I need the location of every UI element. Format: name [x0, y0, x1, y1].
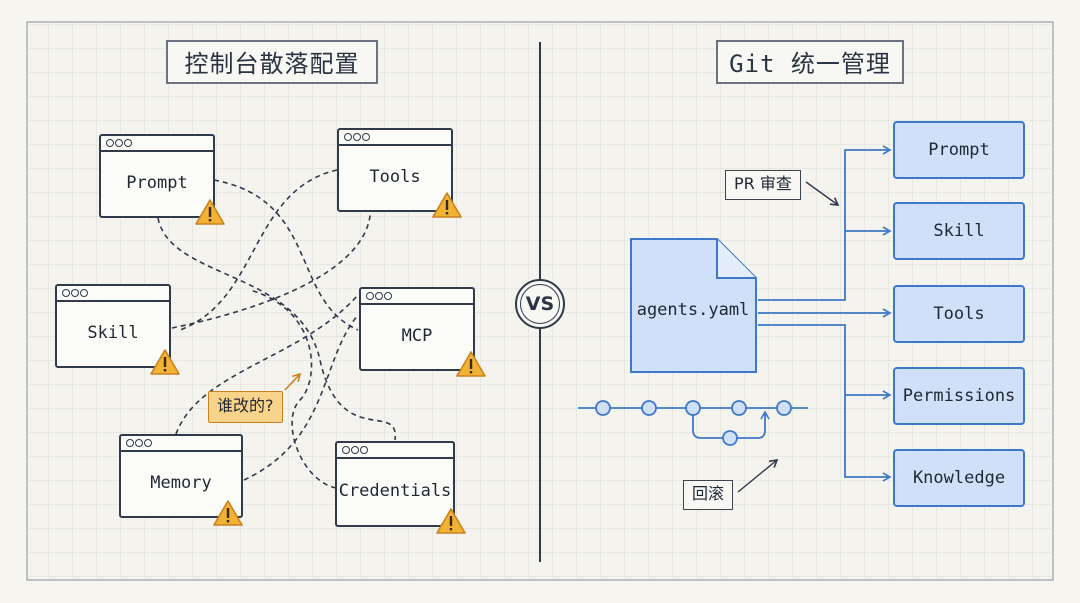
pr-review-arrow — [805, 181, 840, 206]
window-dots-icon — [62, 289, 70, 297]
window-credentials-label: Credentials — [338, 481, 452, 501]
config-box-permissions: Permissions — [893, 367, 1025, 425]
yaml-file-label: agents.yaml — [636, 300, 750, 320]
window-memory-label: Memory — [150, 473, 212, 493]
window-skill-label: Skill — [87, 323, 139, 343]
rollback-tag: 回滚 — [683, 480, 734, 510]
who-changed-tag: 谁改的? — [208, 391, 283, 423]
who-changed-arrow — [284, 372, 302, 391]
warning-icon — [195, 199, 225, 225]
window-tools: Tools — [337, 128, 453, 212]
distribution-arrows — [758, 145, 892, 482]
window-prompt-label: Prompt — [126, 173, 188, 193]
window-dots-icon — [366, 292, 374, 300]
window-dots-icon — [344, 133, 352, 141]
window-mcp: MCP — [359, 287, 475, 371]
warning-icon — [213, 500, 243, 526]
right-panel-title: Git 统一管理 — [716, 40, 904, 84]
config-box-knowledge: Knowledge — [893, 449, 1025, 507]
vs-label: VS — [525, 293, 555, 315]
tangled-connections — [157, 169, 396, 489]
window-dots-icon — [106, 139, 114, 147]
yaml-document-fold — [716, 239, 756, 279]
window-dots-icon — [126, 439, 134, 447]
warning-icon — [456, 351, 486, 377]
window-dots-icon — [342, 446, 350, 454]
warning-icon — [432, 192, 462, 218]
warning-icon — [436, 508, 466, 534]
window-mcp-label: MCP — [401, 326, 433, 346]
window-prompt: Prompt — [99, 134, 215, 218]
left-panel-title: 控制台散落配置 — [166, 40, 378, 84]
config-box-skill: Skill — [893, 202, 1025, 260]
warning-icon — [150, 349, 180, 375]
window-tools-label: Tools — [369, 167, 421, 187]
vs-badge: VS — [515, 279, 565, 329]
window-memory: Memory — [119, 434, 243, 518]
config-box-tools: Tools — [893, 285, 1025, 343]
config-box-prompt: Prompt — [893, 121, 1025, 179]
window-skill: Skill — [55, 284, 171, 368]
window-credentials: Credentials — [335, 441, 455, 527]
timeline-commits — [595, 400, 792, 446]
rollback-arrow — [737, 458, 779, 493]
pr-review-tag: PR 审查 — [725, 170, 801, 200]
